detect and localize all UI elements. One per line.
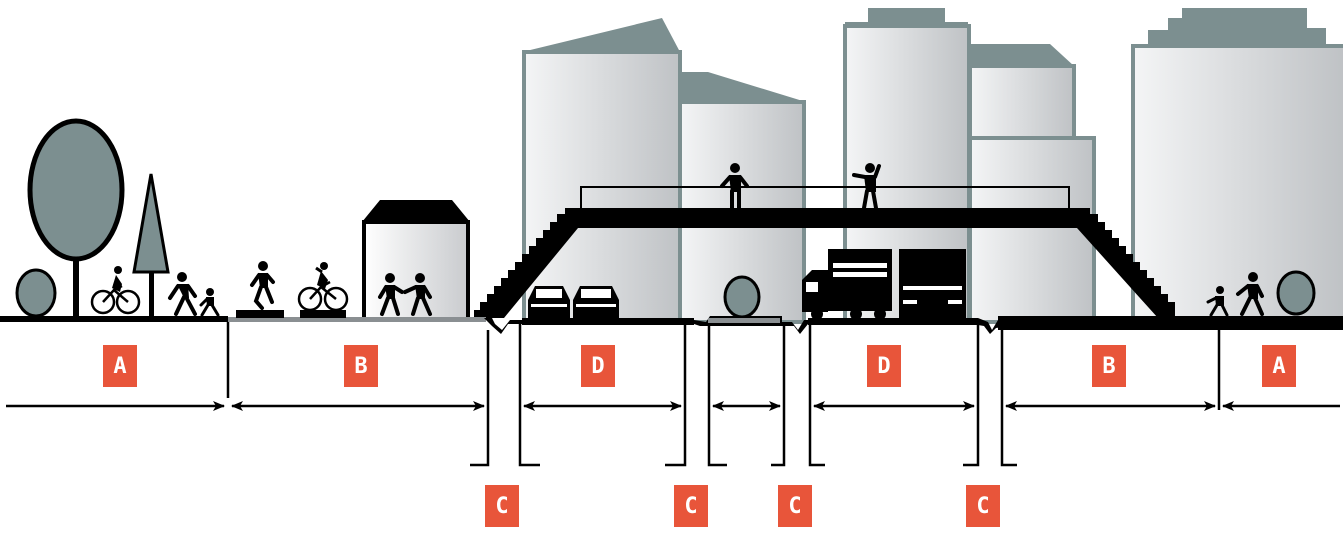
cyclist-icon	[90, 266, 141, 315]
pedestrian-bridge-icon	[474, 186, 1175, 318]
zone-label-a-left: A	[103, 345, 137, 387]
zone-label-text: B	[354, 354, 367, 379]
building-icon	[968, 44, 1096, 324]
ground-profile	[0, 310, 1343, 334]
shrub-icon	[1276, 270, 1316, 316]
shrub-icon	[15, 268, 57, 318]
zone-label-text: B	[1102, 354, 1115, 379]
zone-label-text: A	[113, 354, 126, 379]
zone-label-d-left: D	[581, 345, 615, 387]
zone-label-text: C	[495, 494, 508, 519]
car-icon	[528, 286, 570, 318]
building-icon	[522, 18, 682, 324]
pedestrian-icon	[1236, 272, 1264, 316]
vehicles	[528, 249, 966, 320]
tree-icon	[27, 118, 125, 320]
zone-label-b-left: B	[344, 345, 378, 387]
pedestrian-icon	[168, 272, 197, 316]
zone-label-a-right: A	[1262, 345, 1296, 387]
pedestrian-icon	[378, 273, 404, 316]
zone-label-c-3: C	[778, 485, 812, 527]
building-icon	[1131, 8, 1343, 324]
skater-icon	[250, 261, 275, 310]
zone-label-c-1: C	[485, 485, 519, 527]
vegetation-left	[15, 118, 170, 320]
zone-labels: A B D D B A C C	[103, 345, 1296, 527]
shrub-icon	[723, 275, 761, 319]
cyclist-icon	[297, 262, 349, 312]
zone-label-c-2: C	[674, 485, 708, 527]
dimension-lines	[6, 322, 1340, 467]
truck-icon	[802, 249, 892, 320]
zone-label-d-right: D	[867, 345, 901, 387]
child-icon	[1206, 286, 1229, 317]
pedestrian-icon	[403, 273, 432, 316]
zone-label-text: D	[877, 354, 890, 379]
zone-label-text: C	[684, 494, 697, 519]
child-icon	[199, 288, 220, 317]
car-icon	[573, 286, 619, 318]
zone-label-c-4: C	[966, 485, 1000, 527]
zone-label-text: D	[591, 354, 604, 379]
zone-label-text: C	[788, 494, 801, 519]
zone-label-text: C	[976, 494, 989, 519]
zone-label-text: A	[1272, 354, 1285, 379]
tree-icon	[132, 173, 170, 320]
zone-label-b-right: B	[1092, 345, 1126, 387]
bus-icon	[899, 249, 966, 319]
